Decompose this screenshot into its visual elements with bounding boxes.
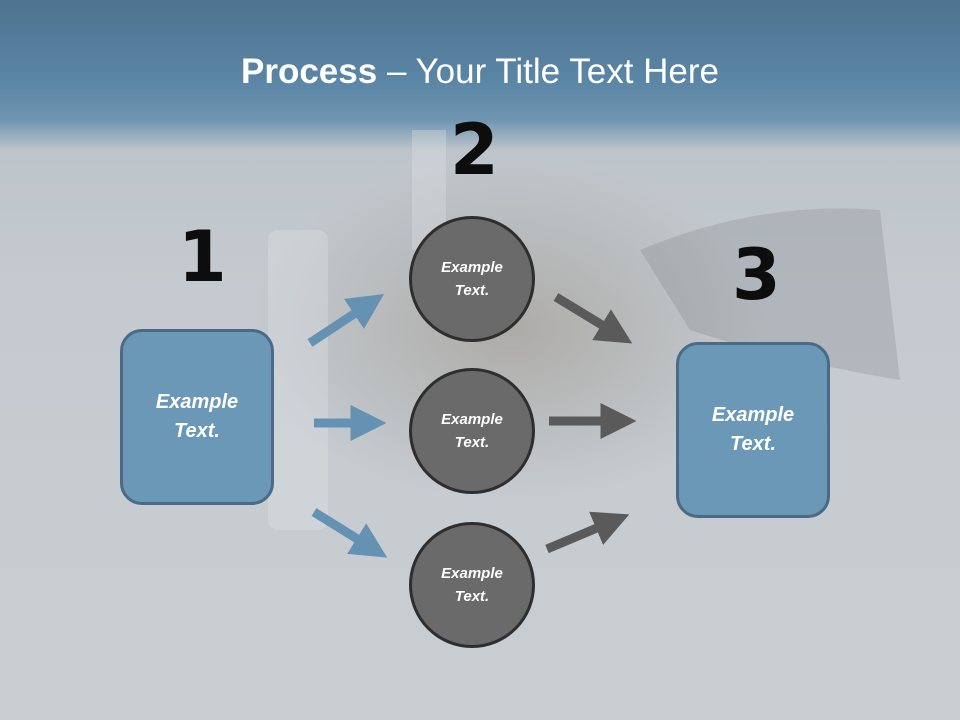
step-number-1: 1	[178, 216, 227, 298]
arrow-left-to-top	[307, 294, 385, 347]
arrow-bottom-to-right	[545, 511, 630, 554]
arrow-top-to-right	[553, 293, 633, 344]
circle-bottom: Example Text.	[409, 522, 535, 648]
right-process-box: Example Text.	[676, 342, 830, 518]
circle-middle: Example Text.	[409, 368, 535, 494]
left-box-label: Example Text.	[155, 391, 239, 442]
left-process-box: Example Text.	[120, 329, 274, 505]
circle-top: Example Text.	[409, 216, 535, 342]
circle-bottom-label: Example Text.	[441, 565, 503, 605]
circle-top-label: Example Text.	[441, 259, 503, 299]
title-band	[0, 0, 960, 150]
title-bold: Process	[241, 52, 378, 91]
slide-title: Process – Your Title Text Here	[0, 52, 960, 92]
step-number-3: 3	[732, 234, 781, 316]
circle-middle-label: Example Text.	[441, 411, 503, 451]
step-number-2: 2	[450, 109, 499, 191]
title-rest: – Your Title Text Here	[377, 52, 719, 91]
right-box-label: Example Text.	[711, 404, 795, 455]
arrow-left-to-bottom	[311, 508, 388, 558]
